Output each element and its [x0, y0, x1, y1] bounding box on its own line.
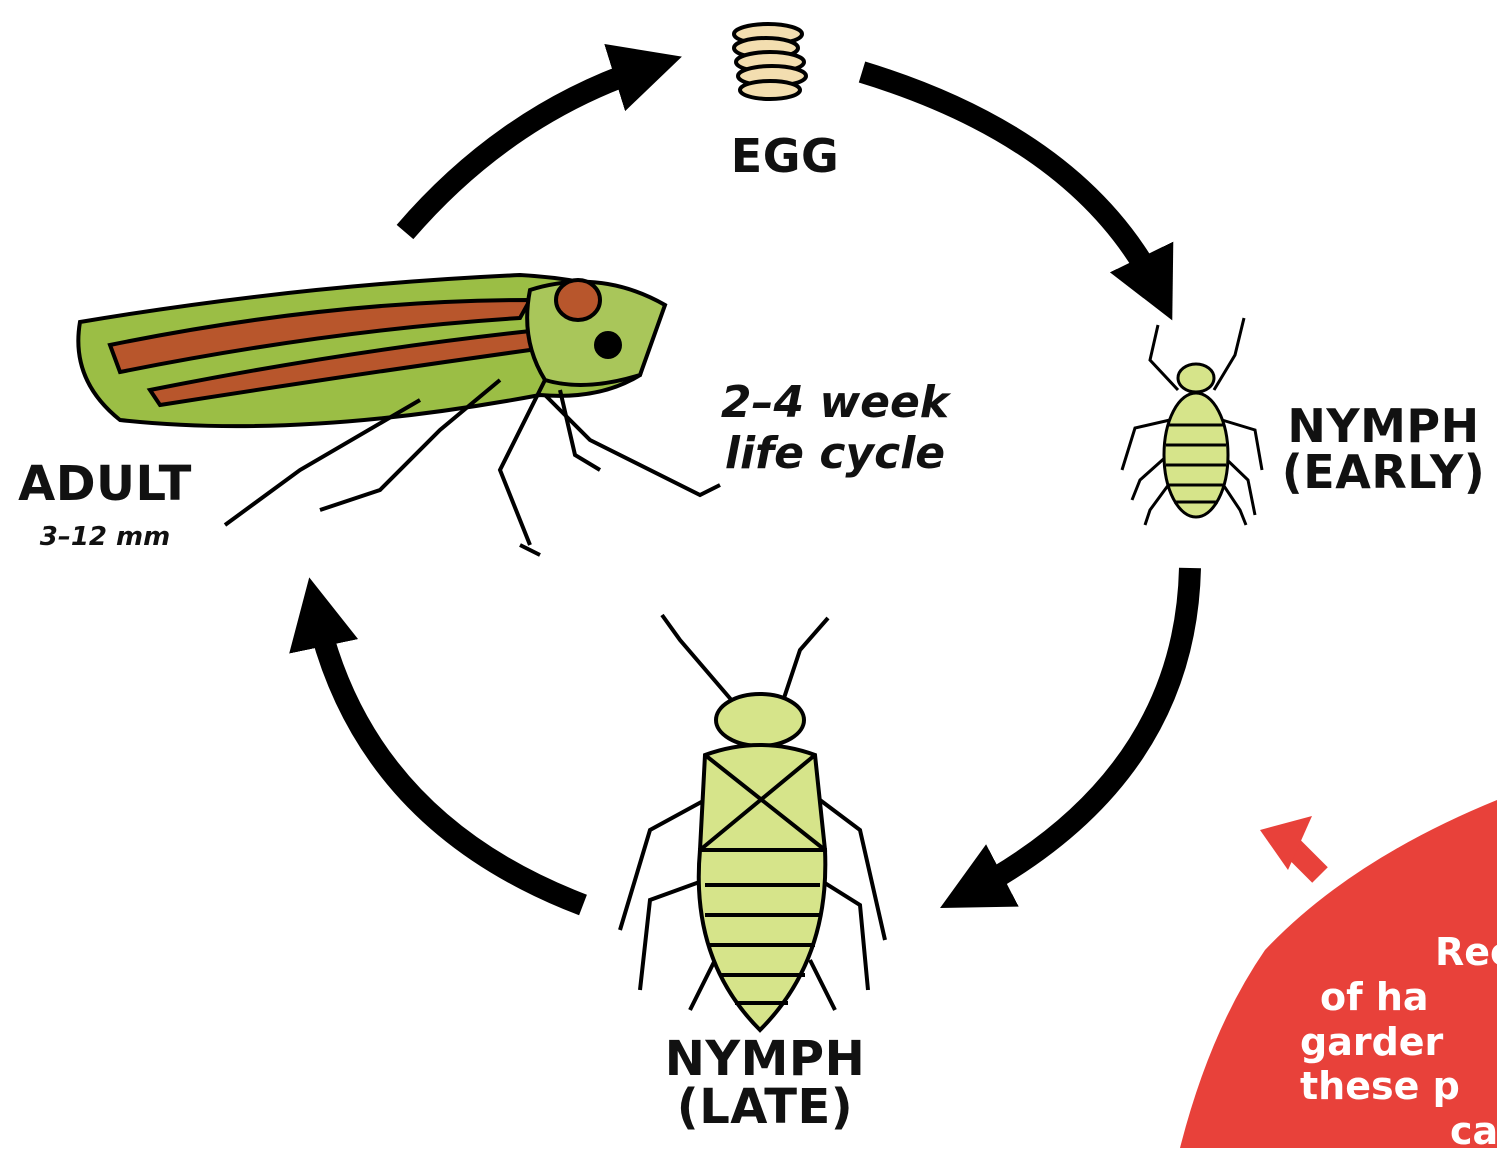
nymph-late-label: NYMPH (LATE) [640, 1035, 890, 1131]
adult-size-label: 3–12 mm [20, 522, 190, 552]
nymph-early-illustration [1122, 318, 1262, 525]
arrow-adult-to-egg [405, 65, 655, 232]
adult-label: ADULT [10, 460, 200, 508]
callout-line-5: ca [1300, 1109, 1497, 1154]
cycle-duration-line1: 2–4 week [690, 378, 980, 429]
nymph-early-label-line2: (EARLY) [1270, 449, 1497, 495]
egg-label: EGG [700, 133, 870, 179]
egg-illustration [734, 24, 806, 99]
callout-line-3: garder [1300, 1020, 1497, 1065]
callout-line-1: Rec [1300, 930, 1497, 975]
arrow-nymph-early-to-nymph-late [965, 568, 1190, 895]
arrow-nymph-late-to-adult [315, 605, 583, 905]
cycle-duration-line2: life cycle [690, 429, 980, 480]
callout-line-4: these p [1300, 1064, 1497, 1109]
nymph-late-illustration [620, 615, 885, 1030]
arrow-egg-to-nymph-early [862, 72, 1160, 295]
callout-line-2: of ha [1300, 975, 1497, 1020]
nymph-early-label: NYMPH (EARLY) [1270, 403, 1497, 495]
nymph-early-label-line1: NYMPH [1270, 403, 1497, 449]
callout-text: Rec of ha garder these p ca [1300, 930, 1497, 1154]
nymph-late-label-line1: NYMPH [640, 1035, 890, 1083]
nymph-late-label-line2: (LATE) [640, 1083, 890, 1131]
adult-illustration [78, 275, 720, 555]
cycle-duration-note: 2–4 week life cycle [690, 378, 980, 479]
